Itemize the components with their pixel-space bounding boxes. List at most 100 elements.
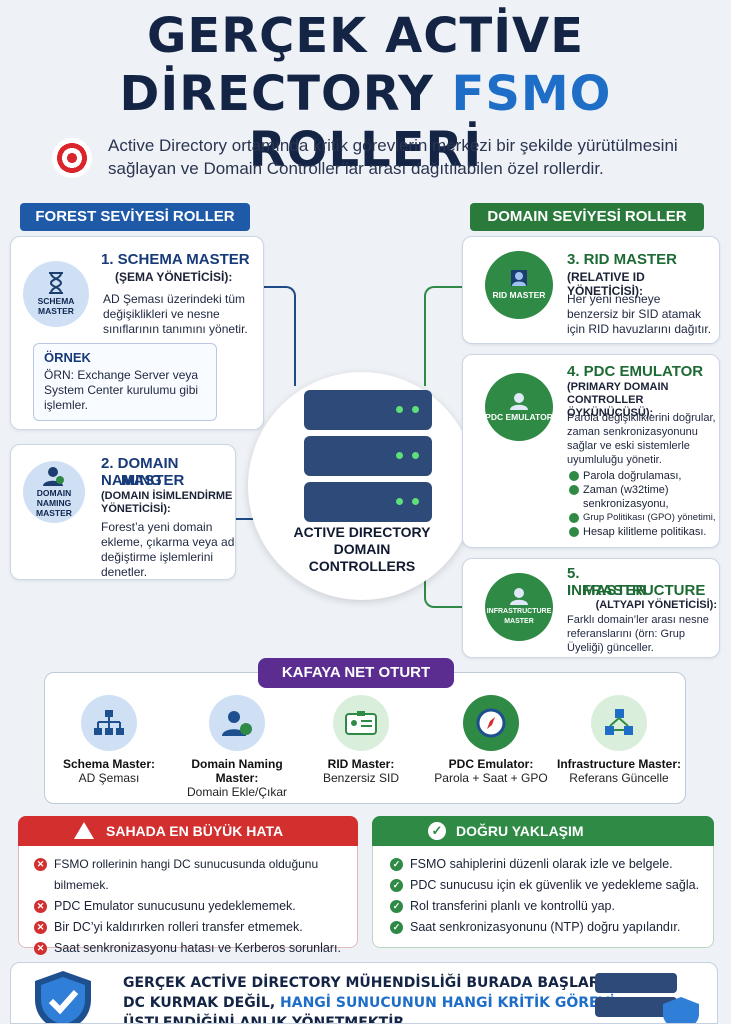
user-icon [511,270,527,286]
dogru-list: FSMO sahiplerini düzenli olarak izle ve … [390,854,712,938]
pdc-item: Grup Politikası (GPO) yönetimi, [567,511,719,525]
pdc-circle-label: PDC EMULATOR [485,412,553,422]
infra-circle-label: INFRASTRUCTURE MASTER [486,608,552,625]
infra-circle: INFRASTRUCTURE MASTER [485,573,553,641]
pdc-sub: (PRIMARY DOMAIN CONTROLLER ÖYKÜNÜCÜSÜ): [567,381,669,419]
user-icon [510,393,528,410]
footer-line2: DC KURMAK DEĞİL, HANGİ SUNUCUNUN HANGİ K… [123,995,615,1011]
server-unit-2 [304,436,432,476]
target-icon [52,138,92,178]
kafaya-desc: Benzersiz SID [322,771,400,785]
title-part-a: DİRECTORY [119,66,452,122]
schema-circle-label: SCHEMA MASTER [37,296,75,316]
footer-box: GERÇEK ACTİVE DİRECTORY MÜHENDİSLİĞİ BUR… [10,962,718,1024]
page-title-line1: GERÇEK ACTİVE [147,8,584,64]
kafaya-header: KAFAYA NET OTURT [258,658,454,688]
dc-center: ACTIVE DIRECTORY DOMAIN CONTROLLERS [248,372,476,600]
footer-shield-icon [663,997,699,1023]
schema-card: SCHEMA MASTER 1. SCHEMA MASTER (ŞEMA YÖN… [10,236,264,430]
example-title: ÖRNEK [44,350,91,365]
pdc-item: Hesap kilitleme politikası. [567,525,719,539]
shield-check-icon [35,971,91,1023]
warning-icon [74,822,94,839]
user-icon [510,588,528,605]
cubes-icon [591,695,647,751]
pdc-card: PDC EMULATOR 4. PDC EMULATOR (PRIMARY DO… [462,354,720,548]
hata-list: FSMO rollerinin hangi DC sunucusunda old… [34,854,356,959]
infra-title: 5. INFRASTRUCTURE [567,565,706,599]
schema-sub: (ŞEMA YÖNETİCİSİ): [115,270,233,284]
dogru-header: ✓ DOĞRU YAKLAŞIM [372,816,714,846]
footer-server-1 [595,973,677,993]
footer-line3: ÜSTLENDİĞİNİ ANLIK YÖNETMEKTİR. [123,1015,410,1024]
schema-title: 1. SCHEMA MASTER [101,251,250,268]
kafaya-name: Schema Master: [62,757,156,771]
rid-body: Her yeni nesneye benzersiz bir SID atama… [567,292,712,336]
pdc-title: 4. PDC EMULATOR [567,363,704,380]
id-card-icon [333,695,389,751]
pdc-list: Parola doğrulaması, Zaman (w32time) senk… [567,469,719,539]
hourglass-icon [49,272,63,294]
naming-body: Forest’a yeni domain ekleme, çıkarma vey… [101,520,235,579]
hata-header-label: SAHADA EN BÜYÜK HATA [106,823,284,839]
hierarchy-icon [81,695,137,751]
forest-header: FOREST SEVİYESİ ROLLER [20,203,250,231]
user-check-icon [209,695,265,751]
pdc-body: Parola değişikliklerini doğrular, zaman … [567,412,716,466]
dogru-header-label: DOĞRU YAKLAŞIM [456,823,584,839]
footer-line2-a: DC KURMAK DEĞİL, [123,995,281,1011]
server-unit-1 [304,390,432,430]
check-icon: ✓ [428,822,446,840]
schema-circle: SCHEMA MASTER [23,261,89,327]
pdc-item: Parola doğrulaması, [567,469,719,483]
naming-circle: DOMAIN NAMING MASTER [23,461,85,523]
dc-label: ACTIVE DIRECTORY DOMAIN CONTROLLERS [293,524,431,574]
title-highlight: FSMO [451,66,612,122]
naming-title: 2. DOMAIN NAMING [101,455,179,489]
pdc-item: Zaman (w32time) senkronizasyonu, [567,483,719,511]
connector-rid [424,286,464,386]
kafaya-desc: AD Şeması [78,771,140,785]
schema-body: AD Şeması üzerindeki tüm değişiklikleri … [103,292,248,336]
connector-schema [262,286,296,386]
infra-title2: MASTER [583,582,647,599]
kafaya-item-schema: Schema Master: AD Şeması [44,695,174,785]
naming-sub: (DOMAIN İSİMLENDİRME YÖNETİCİSİ): [101,490,233,515]
compass-icon [463,695,519,751]
naming-circle-label: DOMAIN NAMING MASTER [36,488,72,518]
kafaya-name: RID Master: [327,757,395,771]
page-title-line2: DİRECTORY FSMO ROLLERİ [0,66,731,178]
rid-title: 3. RID MASTER [567,251,678,268]
dogru-item: Saat senkronizasyonunu (NTP) doğru yapıl… [390,917,712,938]
kafaya-desc: Referans Güncelle [569,771,669,785]
kafaya-item-rid: RID Master: Benzersiz SID [296,695,426,785]
kafaya-item-infra: Infrastructure Master: Referans Güncelle [554,695,684,785]
user-icon [43,467,64,486]
hata-item: Saat senkronizasyonu hatası ve Kerberos … [34,938,356,959]
title-part-b: ROLLERİ [248,122,483,178]
domain-header: DOMAIN SEVİYESİ ROLLER [470,203,704,231]
hata-header: SAHADA EN BÜYÜK HATA [18,816,358,846]
kafaya-name: Domain Naming Master: [191,757,283,785]
kafaya-desc: Parola + Saat + GPO [434,771,548,785]
kafaya-name: Infrastructure Master: [556,757,682,771]
rid-circle-label: RID MASTER [492,290,546,300]
hata-item: FSMO rollerinin hangi DC sunucusunda old… [34,854,356,896]
kafaya-name: PDC Emulator: [448,757,534,771]
infra-body: Farklı domain’ler arası nesne referansla… [567,614,709,654]
naming-title2: MASTER [121,472,185,489]
hata-item: Bir DC’yi kaldırırken rolleri transfer e… [34,917,356,938]
rid-circle: RID MASTER [485,251,553,319]
pdc-circle: PDC EMULATOR [485,373,553,441]
hata-item: PDC Emulator sunucusunu yedeklememek. [34,896,356,917]
dogru-item: PDC sunucusu için ek güvenlik ve yedekle… [390,875,712,896]
footer-highlight: HANGİ SUNUCUNUN HANGİ KRİTİK GÖREVİ [280,995,615,1011]
kafaya-item-pdc: PDC Emulator: Parola + Saat + GPO [426,695,556,785]
footer-line1: GERÇEK ACTİVE DİRECTORY MÜHENDİSLİĞİ BUR… [123,975,606,991]
dogru-item: Rol transferini planlı ve kontrollü yap. [390,896,712,917]
server-unit-3 [304,482,432,522]
kafaya-item-naming: Domain Naming Master: Domain Ekle/Çıkar [170,695,304,799]
naming-card: DOMAIN NAMING MASTER 2. DOMAIN NAMING MA… [10,444,236,580]
example-body: ÖRN: Exchange Server veya System Center … [44,368,199,412]
rid-sub: (RELATIVE ID YÖNETİCİSİ): [567,270,645,298]
